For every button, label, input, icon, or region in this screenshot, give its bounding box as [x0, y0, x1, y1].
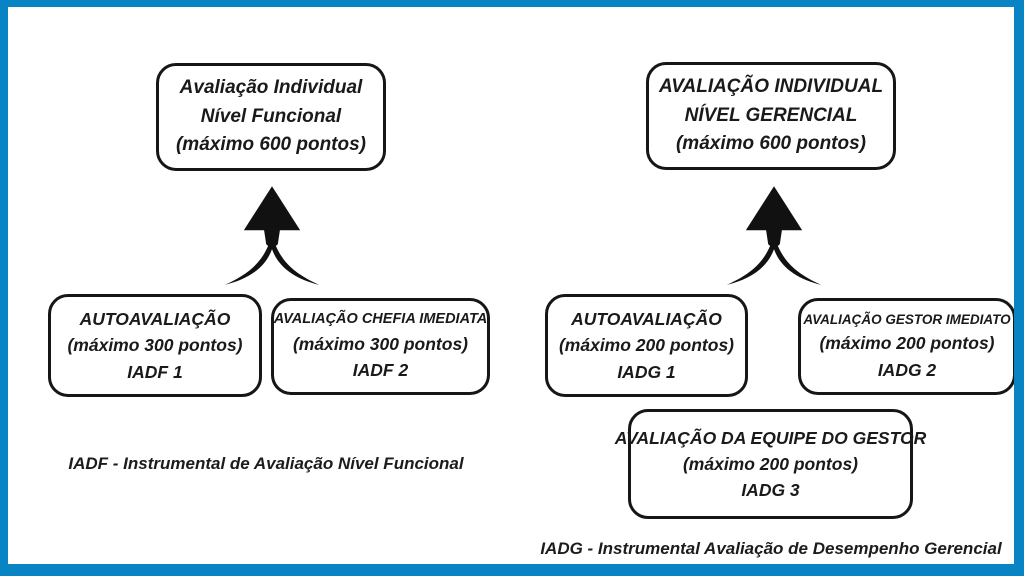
iadf-legend: IADF - Instrumental de Avaliação Nível F… [68, 454, 464, 473]
functional-supervisor-evaluation-box: AVALIAÇÃO CHEFIA IMEDIATA (máximo 300 po… [271, 298, 490, 395]
managerial-total-title-line1: AVALIAÇÃO INDIVIDUAL [658, 76, 884, 98]
box-points: (máximo 300 pontos) [67, 335, 243, 356]
box-points: (máximo 200 pontos) [819, 333, 995, 354]
box-instrument: IADG 3 [741, 480, 800, 501]
iadg-legend: IADG - Instrumental Avaliação de Desempe… [540, 539, 1002, 558]
managerial-total-points: (máximo 600 pontos) [675, 133, 867, 155]
box-points: (máximo 200 pontos) [558, 335, 735, 356]
managerial-self-evaluation-box: AUTOAVALIAÇÃO (máximo 200 pontos) IADG 1 [545, 294, 748, 397]
box-instrument: IADG 1 [617, 361, 676, 382]
box-title: AUTOAVALIAÇÃO [79, 309, 231, 330]
box-title: AVALIAÇÃO CHEFIA IMEDIATA [273, 311, 488, 328]
merge-up-arrow-icon [726, 186, 822, 285]
functional-total-title-line1: Avaliação Individual [179, 77, 363, 99]
managerial-total-title-line2: NÍVEL GERENCIAL [684, 104, 858, 126]
managerial-total-box: AVALIAÇÃO INDIVIDUAL NÍVEL GERENCIAL (má… [646, 62, 896, 170]
box-points: (máximo 200 pontos) [682, 453, 859, 474]
managerial-team-evaluation-box: AVALIAÇÃO DA EQUIPE DO GESTOR (máximo 20… [615, 409, 926, 519]
functional-total-title-line2: Nível Funcional [200, 105, 342, 127]
box-title: AVALIAÇÃO DA EQUIPE DO GESTOR [614, 427, 927, 448]
box-title: AVALIAÇÃO GESTOR IMEDIATO [803, 312, 1011, 328]
functional-total-box: Avaliação Individual Nível Funcional (má… [156, 63, 386, 171]
functional-self-evaluation-box: AUTOAVALIAÇÃO (máximo 300 pontos) IADF 1 [48, 294, 262, 397]
box-instrument: IADF 2 [352, 360, 409, 381]
box-points: (máximo 300 pontos) [292, 334, 469, 355]
box-instrument: IADG 2 [877, 359, 937, 380]
merge-up-arrow-icon [224, 186, 320, 285]
functional-total-points: (máximo 600 pontos) [175, 134, 367, 156]
box-title: AUTOAVALIAÇÃO [571, 309, 722, 330]
managerial-manager-evaluation-box: AVALIAÇÃO GESTOR IMEDIATO (máximo 200 po… [798, 298, 1014, 395]
box-instrument: IADF 1 [127, 361, 183, 382]
